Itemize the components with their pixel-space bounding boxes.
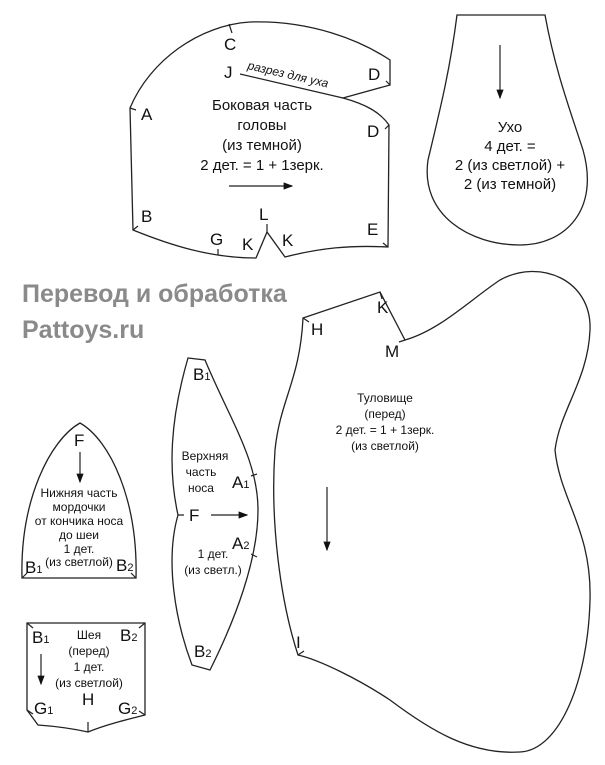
point-H: H: [311, 320, 323, 339]
neck-title-2: (перед): [68, 644, 109, 658]
point-M: M: [385, 342, 399, 361]
point-J: J: [224, 63, 233, 82]
point-L: L: [259, 205, 268, 224]
snout-title-3: от кончика носа: [35, 514, 124, 528]
point-A1: A1: [232, 473, 249, 492]
ear-title-1: Ухо: [498, 119, 523, 136]
point-K-right: K: [282, 231, 294, 250]
point-F: F: [189, 506, 199, 525]
torso-outline: [273, 270, 591, 753]
point-D: D: [367, 122, 379, 141]
point-A2: A2: [232, 534, 249, 553]
nose-count-1: 1 дет.: [198, 547, 229, 561]
ear-slit-line: [239, 73, 344, 99]
neck-title-1: Шея: [77, 628, 101, 642]
nose-title-1: Верхняя: [182, 449, 229, 463]
torso-title-4: (из светлой): [351, 439, 419, 453]
point-A: A: [141, 105, 153, 124]
point-H: H: [82, 690, 94, 709]
point-B2: B2: [120, 626, 137, 645]
torso-title-3: 2 дет. = 1 + 1зерк.: [336, 423, 435, 437]
point-B1: B1: [25, 558, 42, 577]
snout-title-4: до шеи: [59, 528, 99, 542]
snout-bottom-piece: F Нижняя часть мордочки от кончика носа …: [21, 422, 137, 579]
snout-title-2: мордочки: [53, 500, 106, 514]
point-B2: B2: [116, 556, 133, 575]
point-B1: B1: [193, 365, 210, 384]
point-B2: B2: [194, 642, 211, 661]
watermark-line-1: Перевод и обработка: [22, 280, 288, 308]
snout-bottom-outline: [21, 422, 137, 579]
torso-piece: H K M I Туловище (перед) 2 дет. = 1 + 1з…: [273, 270, 591, 753]
ear-outline: [426, 14, 588, 246]
snout-title-6: (из светлой): [45, 555, 113, 569]
point-K: K: [377, 298, 389, 317]
point-C: C: [224, 35, 236, 54]
point-D-top: D: [368, 65, 380, 84]
torso-title-1: Туловище: [357, 391, 413, 405]
ear-title-4: 2 (из темной): [464, 176, 556, 193]
neck-title-3: 1 дет.: [74, 660, 105, 674]
torso-title-2: (перед): [364, 407, 405, 421]
snout-title-5: 1 дет.: [64, 542, 95, 556]
point-K-left: K: [242, 235, 254, 254]
point-G2: G2: [118, 699, 137, 718]
point-F: F: [74, 431, 84, 450]
point-G1: G1: [34, 699, 53, 718]
watermark-line-2: Pattoys.ru: [22, 316, 144, 344]
nose-title-2: часть: [186, 465, 217, 479]
head-title-3: (из темной): [222, 137, 302, 154]
ear-title-3: 2 (из светлой) +: [455, 157, 565, 174]
head-title-4: 2 дет. = 1 + 1зерк.: [200, 157, 323, 174]
neck-title-4: (из светлой): [55, 676, 123, 690]
point-B1: B1: [32, 628, 49, 647]
point-B: B: [141, 207, 152, 226]
ear-title-2: 4 дет. =: [484, 138, 536, 155]
nose-count-2: (из светл.): [184, 563, 242, 577]
ear-piece: Ухо 4 дет. = 2 (из светлой) + 2 (из темн…: [426, 14, 588, 246]
nose-title-3: носа: [188, 481, 214, 495]
head-title-1: Боковая часть: [212, 97, 312, 114]
head-side-piece: C J разрез для уха D D A B G K L K E Бок…: [129, 21, 391, 259]
nose-top-piece: B1 Верхняя часть носа A1 F A2 1 дет. (из…: [171, 357, 259, 671]
point-I: I: [296, 633, 301, 652]
nose-top-outline: [171, 357, 259, 671]
neck-piece: B1 B2 Шея (перед) 1 дет. (из светлой) H …: [26, 622, 146, 733]
snout-title-1: Нижняя часть: [40, 486, 117, 500]
head-title-2: головы: [237, 117, 286, 134]
point-G: G: [210, 230, 223, 249]
point-E: E: [367, 220, 378, 239]
